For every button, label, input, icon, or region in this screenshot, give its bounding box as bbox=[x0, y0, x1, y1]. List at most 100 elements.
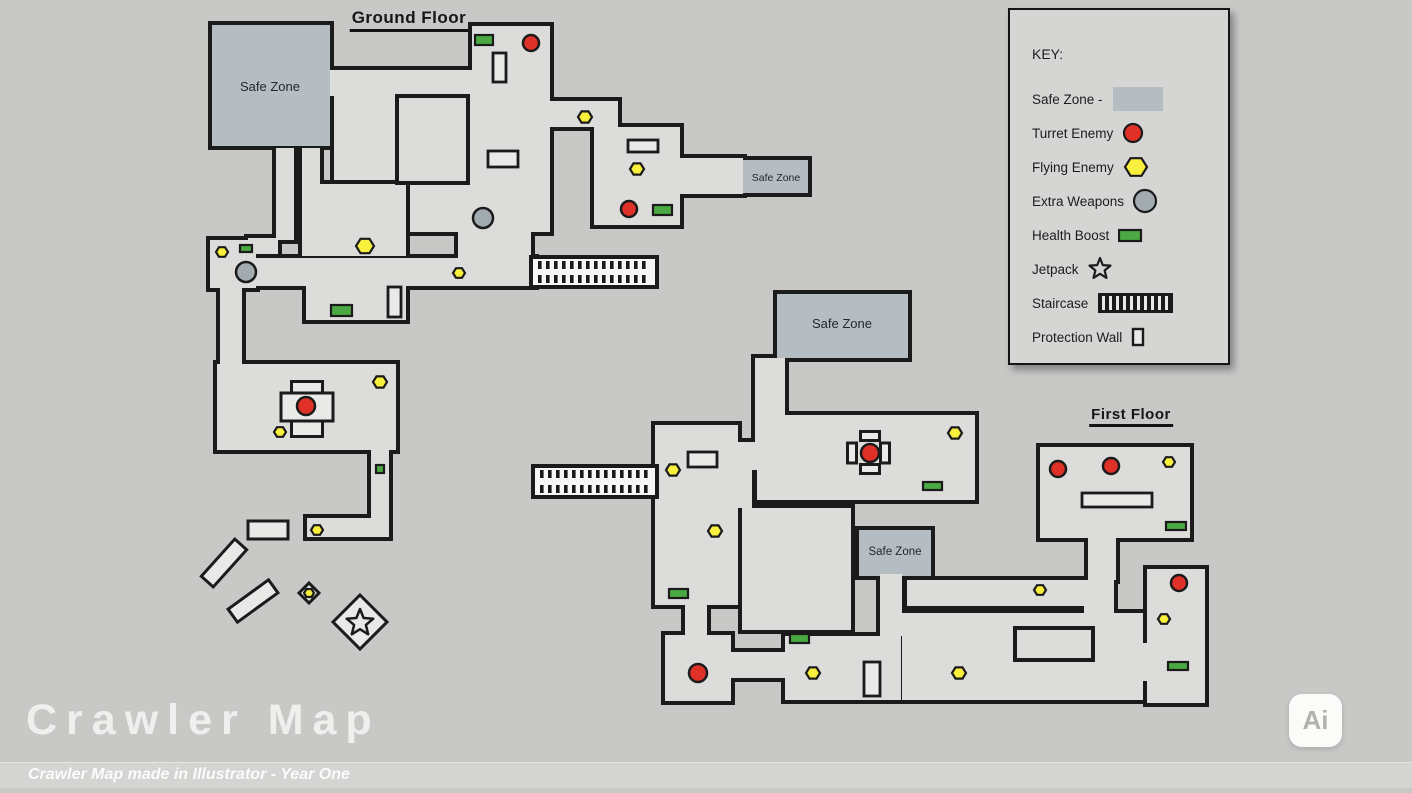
flying-enemy-icon bbox=[214, 246, 230, 258]
flying-enemy-icon bbox=[804, 666, 822, 680]
wall-outline bbox=[213, 360, 400, 454]
room-floor bbox=[371, 450, 389, 537]
flyer-icon bbox=[1123, 153, 1203, 181]
flying-enemy-icon bbox=[309, 524, 325, 536]
room-floor bbox=[458, 230, 531, 260]
health-boost-icon bbox=[651, 203, 674, 217]
health-boost-icon bbox=[921, 480, 944, 492]
prop-rect bbox=[225, 577, 281, 625]
room-floor bbox=[220, 282, 242, 364]
health-boost-icon bbox=[238, 243, 254, 254]
room-floor bbox=[785, 636, 901, 700]
protection-wall-icon bbox=[862, 660, 882, 698]
room-floor bbox=[685, 602, 707, 638]
health-boost-icon bbox=[667, 587, 690, 600]
flying-enemy-icon bbox=[354, 237, 376, 255]
caption-text: Crawler Map made in Illustrator - Year O… bbox=[28, 766, 350, 783]
key-item-label: Turret Enemy bbox=[1032, 125, 1114, 141]
staircase-icon bbox=[1097, 289, 1177, 317]
room-floor bbox=[730, 652, 788, 678]
turret-enemy-icon bbox=[521, 33, 541, 53]
extra-weapons-icon bbox=[234, 260, 258, 284]
safezone-floor bbox=[743, 160, 808, 193]
turret-enemy-icon bbox=[1169, 573, 1189, 593]
health-boost-icon bbox=[374, 463, 386, 475]
prop-rect bbox=[199, 536, 249, 590]
safezone-label: Safe Zone bbox=[812, 316, 872, 331]
pwall-icon bbox=[1131, 323, 1211, 351]
prop-rect bbox=[859, 430, 881, 442]
prop-rect bbox=[859, 463, 881, 475]
safezone-label: Safe Zone bbox=[868, 546, 921, 558]
key-item-label: Jetpack bbox=[1032, 261, 1079, 277]
caption-bar: Crawler Map made in Illustrator - Year O… bbox=[0, 762, 1412, 788]
health-boost-icon bbox=[1166, 660, 1190, 672]
key-item-health: Health Boost bbox=[1032, 218, 1228, 252]
protection-wall-icon bbox=[486, 149, 520, 169]
prop-diamond bbox=[330, 592, 390, 652]
obstacle-layer bbox=[395, 94, 1095, 662]
key-item-star: Jetpack bbox=[1032, 252, 1228, 286]
room-floor bbox=[276, 148, 294, 240]
room-floor bbox=[307, 518, 371, 537]
key-item-label: Extra Weapons bbox=[1032, 193, 1125, 209]
safezone-floor bbox=[212, 25, 330, 146]
flying-enemy-icon bbox=[664, 463, 682, 477]
flying-enemy-icon bbox=[706, 524, 724, 538]
flying-enemy-icon bbox=[950, 666, 968, 680]
room-floor bbox=[246, 258, 535, 286]
flying-enemy-icon bbox=[451, 267, 467, 279]
jetpack-star-icon bbox=[345, 607, 375, 636]
room-floor bbox=[1088, 538, 1116, 580]
turret-enemy-icon bbox=[1101, 456, 1121, 476]
protection-wall-icon bbox=[626, 138, 660, 154]
health-icon bbox=[1118, 221, 1198, 249]
turret-enemy-icon bbox=[859, 442, 881, 464]
turret-icon bbox=[1122, 119, 1202, 147]
prop-rect bbox=[879, 441, 891, 465]
walled-island bbox=[395, 94, 470, 185]
room-floor bbox=[880, 574, 902, 636]
room-floor bbox=[330, 70, 472, 96]
safezone-fill-layer bbox=[212, 25, 931, 576]
room-floor bbox=[302, 184, 406, 256]
turret-enemy-icon bbox=[687, 662, 709, 684]
key-item-label: Safe Zone - bbox=[1032, 91, 1103, 107]
flying-enemy-icon bbox=[1161, 456, 1177, 468]
prop-rect bbox=[846, 441, 858, 465]
illustrator-logo-icon: Ai bbox=[1289, 694, 1342, 747]
wall-outline bbox=[773, 290, 912, 362]
safezone-icon bbox=[1112, 85, 1192, 113]
key-item-pwall: Protection Wall bbox=[1032, 320, 1228, 354]
wall-outline bbox=[1143, 565, 1209, 707]
health-boost-icon bbox=[788, 632, 811, 645]
room-floor bbox=[680, 158, 743, 194]
turret-enemy-icon bbox=[295, 395, 317, 417]
protection-wall-icon bbox=[491, 51, 508, 84]
safezone-label: Safe Zone bbox=[240, 79, 300, 94]
flying-enemy-icon bbox=[576, 110, 594, 124]
flying-enemy-icon bbox=[371, 375, 389, 389]
health-boost-icon bbox=[473, 33, 495, 47]
flying-enemy-icon bbox=[1156, 613, 1172, 625]
page-title: Crawler Map bbox=[26, 696, 381, 744]
safezone-label: Safe Zone bbox=[752, 172, 801, 184]
star-icon bbox=[1087, 255, 1168, 283]
health-boost-icon bbox=[329, 303, 354, 318]
room-floor bbox=[302, 148, 320, 186]
protection-wall-icon bbox=[386, 285, 403, 319]
safezone-floor bbox=[859, 530, 931, 576]
flying-enemy-icon bbox=[1032, 584, 1048, 596]
protection-wall-icon bbox=[686, 450, 719, 469]
protection-wall-icon bbox=[1080, 491, 1154, 509]
first-floor-title: First Floor bbox=[1089, 406, 1173, 427]
flying-enemy-icon bbox=[946, 426, 964, 440]
walled-island bbox=[1013, 626, 1095, 662]
turret-enemy-icon bbox=[619, 199, 639, 219]
key-item-label: Protection Wall bbox=[1032, 329, 1123, 345]
key-item-turret: Turret Enemy bbox=[1032, 116, 1228, 150]
